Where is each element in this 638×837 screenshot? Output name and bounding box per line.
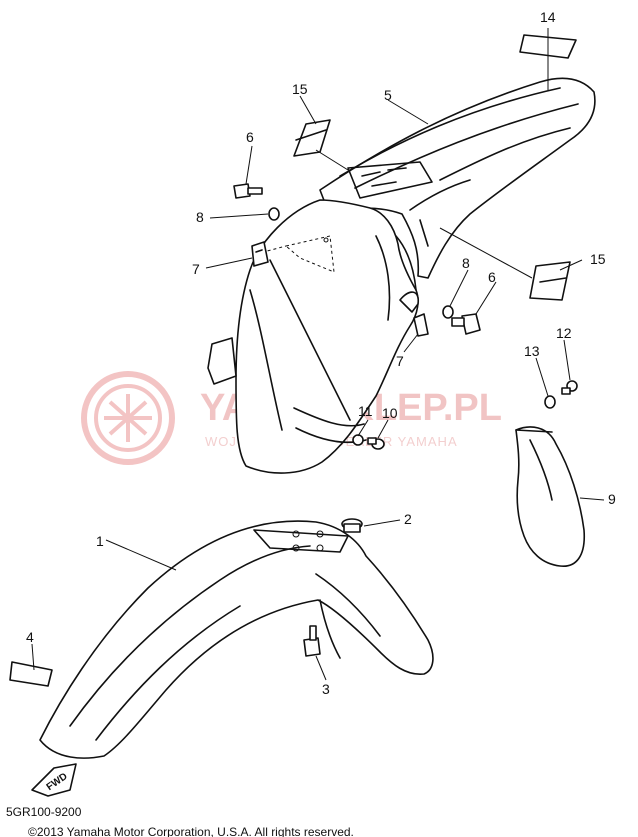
decal-part-4 xyxy=(9,661,53,687)
nut-part-11 xyxy=(352,434,364,446)
washer-part-13 xyxy=(544,395,556,409)
copyright-notice: ©2013 Yamaha Motor Corporation, U.S.A. A… xyxy=(28,825,354,837)
callout-10: 10 xyxy=(382,405,398,421)
screw-part-10 xyxy=(367,437,385,450)
callout-15: 15 xyxy=(292,81,308,97)
callout-9: 9 xyxy=(608,491,616,507)
clip-part-7-left xyxy=(251,241,269,267)
callout-7b: 7 xyxy=(396,353,404,369)
rear-fender-part-5 xyxy=(207,77,596,474)
decal-part-15-right xyxy=(529,261,571,301)
callout-13: 13 xyxy=(524,343,540,359)
callout-12: 12 xyxy=(556,325,572,341)
decal-part-15-left xyxy=(293,119,331,157)
callout-8b: 8 xyxy=(462,255,470,271)
bolt-part-3 xyxy=(303,625,321,657)
fwd-arrow-icon: FWD xyxy=(31,763,77,797)
leader-lines xyxy=(31,28,605,681)
callout-6: 6 xyxy=(246,129,254,145)
clip-part-7-right xyxy=(413,313,429,337)
callout-15b: 15 xyxy=(590,251,606,267)
screw-part-12 xyxy=(561,380,578,395)
bolt-part-6-lower xyxy=(451,313,481,335)
callout-numbers: 1 2 3 4 5 6 6 7 7 8 8 9 10 11 12 13 14 1… xyxy=(26,9,616,697)
watermark-logo xyxy=(81,371,175,465)
callout-8: 8 xyxy=(196,209,204,225)
callout-7: 7 xyxy=(192,261,200,277)
callout-1: 1 xyxy=(96,533,104,549)
callout-2: 2 xyxy=(404,511,412,527)
washer-part-8-lower xyxy=(442,305,454,319)
grommet-part-2 xyxy=(341,518,363,533)
mud-flap-part-9 xyxy=(515,426,585,567)
washer-part-8-upper xyxy=(268,207,280,221)
bolt-part-6-upper xyxy=(233,183,263,199)
callout-6b: 6 xyxy=(488,269,496,285)
callout-11: 11 xyxy=(358,403,373,419)
diagram-code: 5GR100-9200 xyxy=(6,805,82,819)
callout-3: 3 xyxy=(322,681,330,697)
callout-5: 5 xyxy=(384,87,392,103)
callout-14: 14 xyxy=(540,9,556,25)
front-fender-part-1 xyxy=(39,520,434,759)
callout-4: 4 xyxy=(26,629,34,645)
